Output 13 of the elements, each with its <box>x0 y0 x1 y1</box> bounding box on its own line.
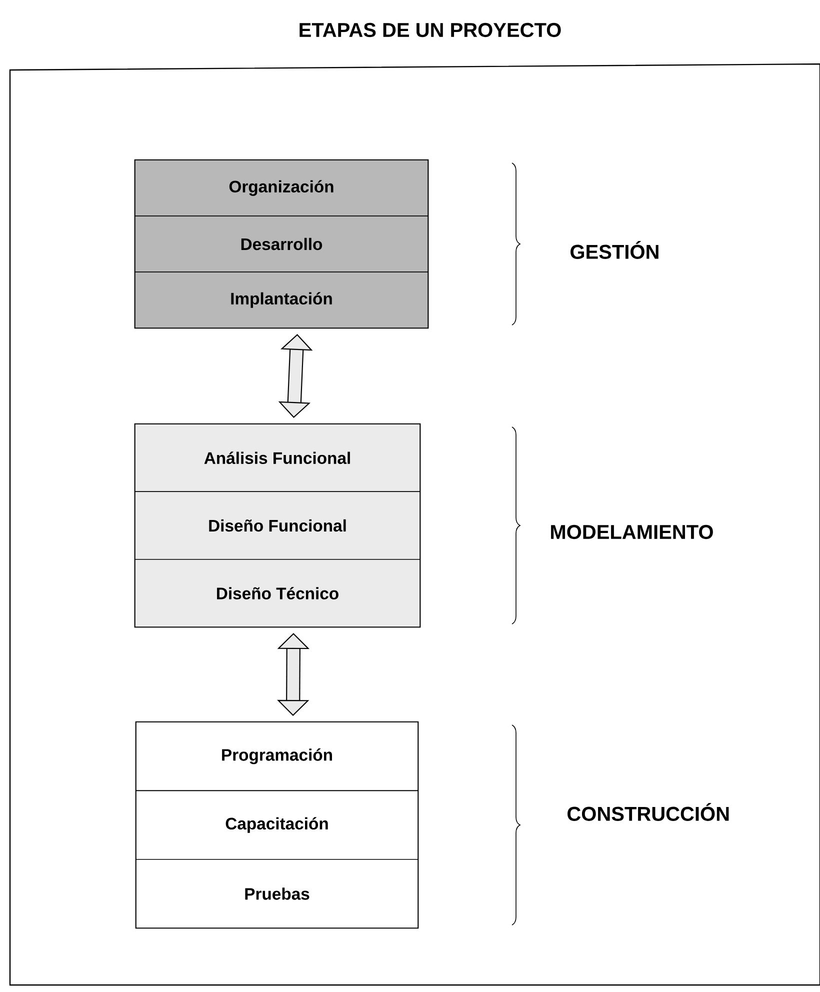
stage-box: Organización <box>134 160 428 216</box>
group-label: GESTIÓN <box>570 241 658 259</box>
group-label: MODELAMIENTO <box>551 524 713 540</box>
stage-box: Análisis Funcional <box>134 424 420 492</box>
stage-box: Diseño Técnico <box>134 558 420 628</box>
stage-box: Diseño Funcional <box>134 491 420 560</box>
title: ETAPAS DE UN PROYECTO <box>300 22 561 38</box>
stage-box: Desarrollo <box>134 216 428 272</box>
group-label: CONSTRUCCIÓN <box>568 803 729 821</box>
stage-box: Capacitación <box>136 790 418 860</box>
stage-box: Programación <box>136 722 418 792</box>
stage-box: Pruebas <box>136 858 418 928</box>
stage-box: Implantación <box>134 272 428 328</box>
